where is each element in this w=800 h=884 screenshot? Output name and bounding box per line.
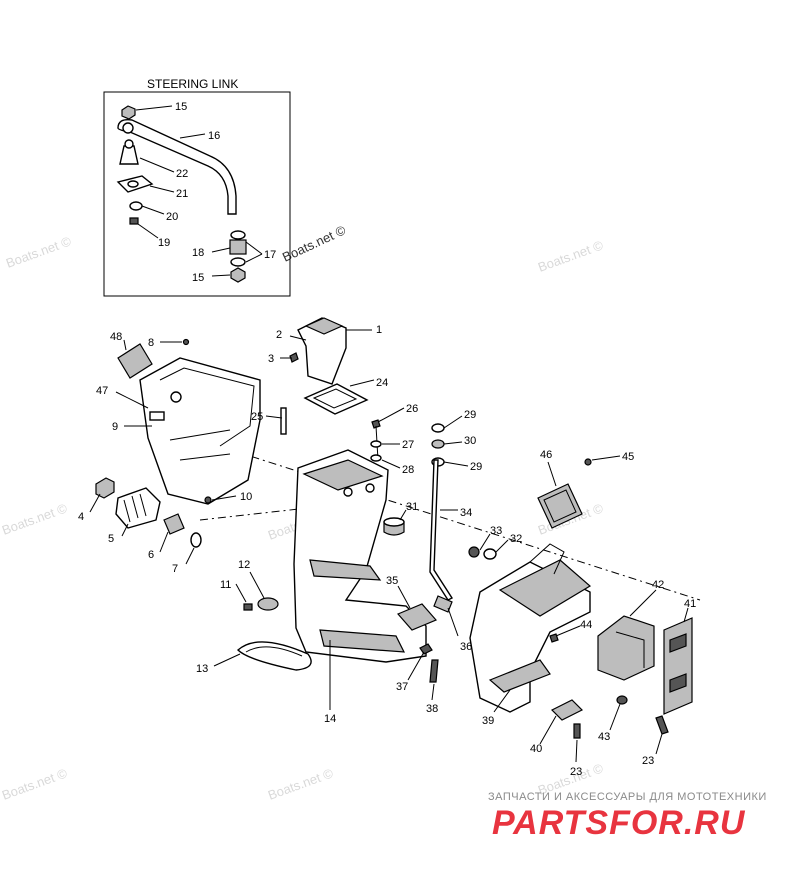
seal (257, 597, 279, 611)
callout-17: 17 (264, 249, 276, 261)
callout-48: 48 (110, 331, 122, 343)
screw (182, 338, 190, 346)
pin (280, 407, 287, 435)
callout-30: 30 (464, 435, 476, 447)
cowl-cover (139, 357, 261, 505)
callout-8: 8 (148, 337, 154, 349)
callout-23: 23 (570, 766, 582, 778)
inset-title: STEERING LINK (147, 77, 238, 91)
callout-21: 21 (176, 188, 188, 200)
callout-33: 33 (490, 525, 502, 537)
grommet (431, 423, 445, 433)
callout-42: 42 (652, 579, 664, 591)
callout-9: 9 (112, 421, 118, 433)
callout-41: 41 (684, 598, 696, 610)
callout-11: 11 (220, 579, 231, 591)
cap (537, 483, 583, 529)
callout-29: 29 (464, 409, 476, 421)
callout-20: 20 (166, 211, 178, 223)
shift-rod (429, 459, 454, 601)
callout-14: 14 (324, 713, 336, 725)
callout-16: 16 (208, 130, 220, 142)
callout-39: 39 (482, 715, 494, 727)
callout-2: 2 (276, 329, 282, 341)
anode (550, 699, 584, 721)
callout-13: 13 (196, 663, 208, 675)
callout-24: 24 (376, 377, 388, 389)
callout-27: 27 (402, 439, 414, 451)
callout-35: 35 (386, 575, 398, 587)
watermark: Boats.net © (0, 765, 69, 803)
decal (117, 343, 153, 379)
gasket (303, 383, 369, 415)
grommet (431, 439, 445, 449)
callout-23: 23 (642, 755, 654, 767)
callout-7: 7 (172, 563, 178, 575)
callout-29: 29 (470, 461, 482, 473)
spring (163, 513, 185, 535)
callout-43: 43 (598, 731, 610, 743)
main-assembly: 1 2 3 48 8 47 24 25 9 26 27 28 29 30 29 … (78, 317, 701, 778)
watermark: Boats.net © (0, 500, 69, 538)
bushing (229, 239, 247, 255)
watermark: Boats.net © (4, 233, 74, 271)
brand-tagline: ЗАПЧАСТИ И АКСЕССУАРЫ ДЛЯ МОТОТЕХНИКИ (488, 791, 767, 803)
callout-31: 31 (406, 501, 418, 513)
callout-12: 12 (238, 559, 250, 571)
clip (190, 532, 202, 548)
boot (115, 487, 161, 529)
callout-37: 37 (396, 681, 408, 693)
callout-47: 47 (96, 385, 108, 397)
callout-5: 5 (108, 533, 114, 545)
watermark: Boats.net © (536, 237, 606, 275)
callout-22: 22 (176, 168, 188, 180)
screw (243, 603, 253, 611)
screw (289, 352, 299, 363)
callout-18: 18 (192, 247, 204, 259)
brand-footer: ЗАПЧАСТИ И АКСЕССУАРЫ ДЛЯ МОТОТЕХНИКИ PA… (488, 791, 767, 842)
bracket (597, 615, 655, 681)
callout-19: 19 (158, 237, 170, 249)
side-plate (663, 617, 693, 715)
callout-45: 45 (622, 451, 634, 463)
screw (204, 496, 212, 504)
brand-logo[interactable]: PARTSFOR.RU (492, 804, 746, 842)
callout-46: 46 (540, 449, 552, 461)
plug (95, 477, 115, 499)
callout-1: 1 (376, 324, 382, 336)
callout-44: 44 (580, 619, 592, 631)
callout-3: 3 (268, 353, 274, 365)
callout-10: 10 (240, 491, 252, 503)
callout-6: 6 (148, 549, 154, 561)
callout-36: 36 (460, 641, 472, 653)
washer (129, 201, 143, 211)
nut-15 (230, 267, 246, 283)
rod-eye (122, 122, 134, 134)
callout-26: 26 (406, 403, 418, 415)
cover-plate (396, 603, 438, 631)
callout-34: 34 (460, 507, 472, 519)
nut-15 (121, 105, 136, 120)
callout-25: 25 (251, 411, 263, 423)
watermark: Boats.net © (266, 765, 336, 803)
screw (129, 217, 139, 225)
callout-38: 38 (426, 703, 438, 715)
inset-frame (103, 91, 291, 297)
seal-ring (236, 641, 312, 671)
callout-4: 4 (78, 511, 84, 523)
callout-28: 28 (402, 464, 414, 476)
callout-15: 15 (175, 101, 187, 113)
callout-32: 32 (510, 533, 522, 545)
callout-15: 15 (192, 272, 204, 284)
steering-link-inset: STEERING LINK 15 16 22 21 (103, 77, 291, 297)
callout-40: 40 (530, 743, 542, 755)
